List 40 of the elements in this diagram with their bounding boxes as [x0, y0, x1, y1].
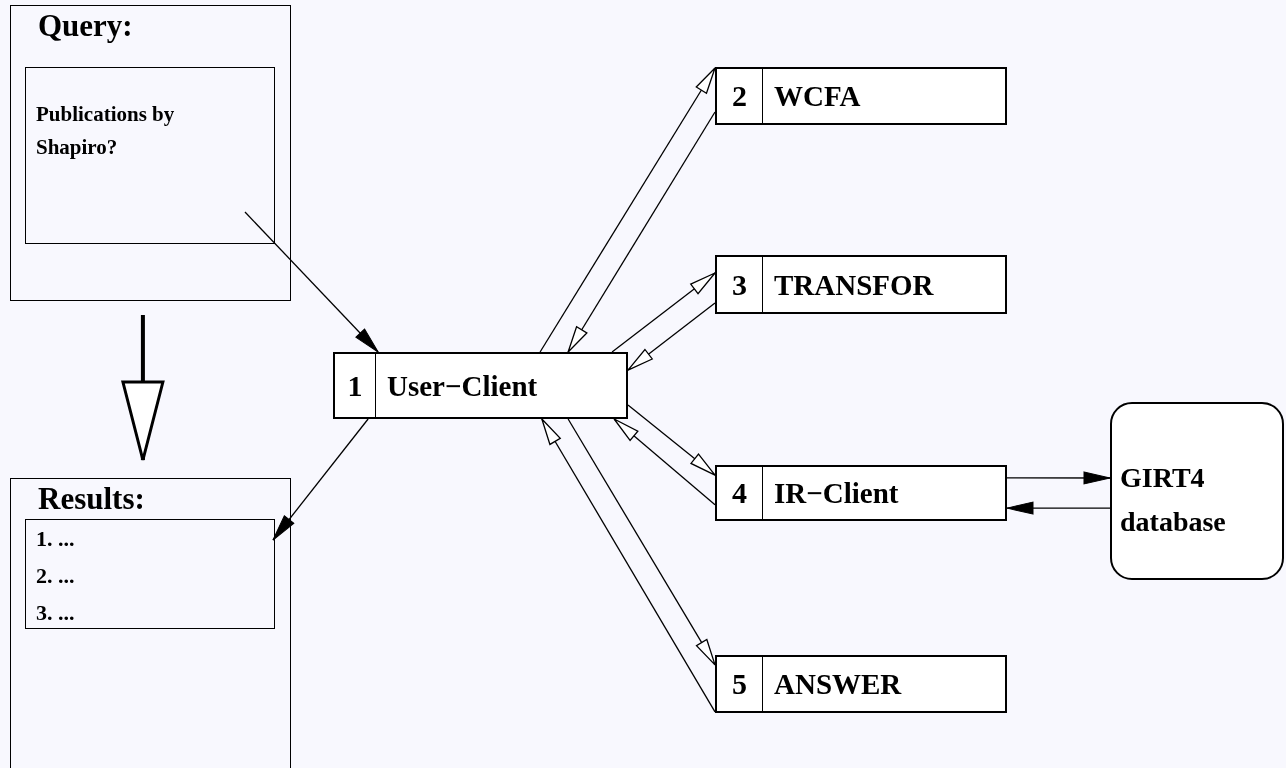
arrow — [272, 418, 369, 541]
agent-number: 2 — [731, 79, 748, 113]
agent-number: 3 — [731, 267, 748, 302]
query-text: Publications by Shapiro? — [36, 101, 176, 161]
agent-name: User−Client — [387, 369, 538, 402]
agent-name: WCFA — [774, 79, 861, 113]
results-panel — [10, 478, 291, 768]
agent-name: TRANSFOR — [774, 268, 934, 301]
arrow — [121, 314, 165, 462]
arrow — [1006, 471, 1111, 485]
results-list-box — [25, 519, 275, 629]
agent-box — [715, 465, 1007, 521]
agent-name: IR−Client — [774, 476, 899, 510]
result-item: 2. ... — [36, 563, 75, 589]
arrow — [1006, 501, 1111, 515]
arrow — [244, 211, 379, 353]
arrow — [613, 418, 716, 506]
agent-number: 5 — [731, 667, 748, 701]
agent-box — [715, 255, 1007, 314]
database-label: GIRT4 database — [1120, 461, 1227, 539]
arrow — [611, 272, 716, 353]
result-item: 1. ... — [36, 526, 75, 552]
arrow — [541, 418, 716, 713]
agent-box — [333, 352, 628, 419]
panel-heading: Results: — [38, 481, 145, 517]
agent-name: ANSWER — [774, 667, 902, 701]
arrow — [567, 418, 716, 666]
query-panel — [10, 5, 291, 301]
arrow — [567, 111, 716, 353]
query-text-box — [25, 67, 275, 244]
database-box — [1110, 402, 1284, 580]
arrow — [539, 67, 716, 353]
arrow — [627, 404, 716, 476]
agent-box — [715, 655, 1007, 713]
agent-number: 4 — [731, 476, 748, 510]
agent-box — [715, 67, 1007, 125]
panel-heading: Query: — [38, 8, 133, 44]
agent-number: 1 — [346, 368, 364, 403]
arrow — [627, 302, 716, 371]
result-item: 3. ... — [36, 600, 75, 626]
